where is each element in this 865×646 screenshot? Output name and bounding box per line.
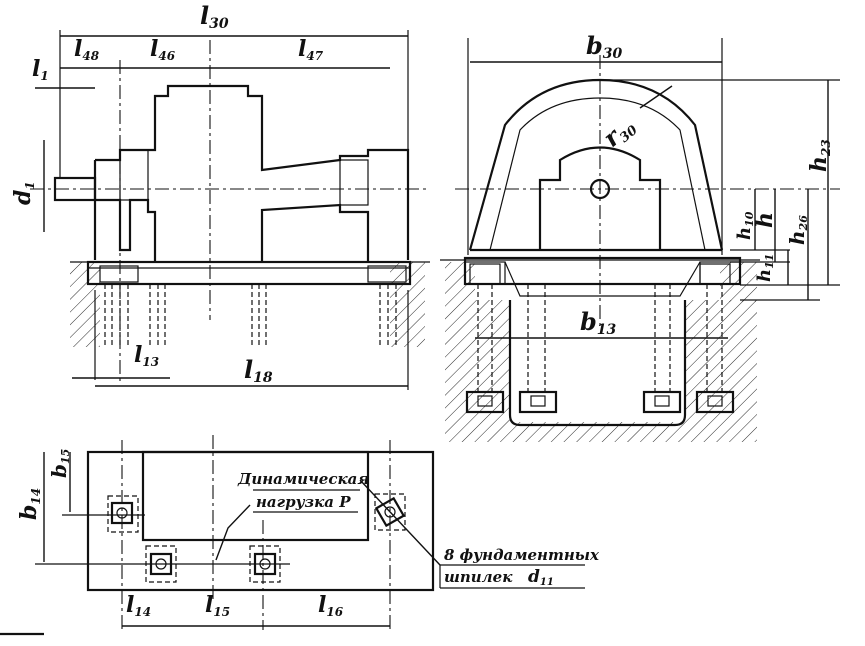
- label-l1: l1: [32, 56, 49, 83]
- note-dynamic-load-line1: Динамическая: [237, 470, 369, 488]
- machine-outline: [141, 450, 370, 542]
- label-b15: b15: [47, 449, 72, 478]
- label-h10: h10: [734, 211, 756, 240]
- label-l16: l16: [318, 592, 344, 619]
- note-bolts-line2: шпилек: [444, 568, 513, 586]
- dim-r30: [639, 85, 673, 109]
- note-bolts-line1: 8 фундаментных: [444, 546, 600, 564]
- label-b13: b13: [580, 307, 617, 338]
- label-l48: l48: [74, 36, 100, 63]
- label-l14: l14: [126, 592, 151, 619]
- label-b14: b14: [16, 488, 43, 520]
- front-base: [463, 256, 742, 286]
- label-l15: l15: [205, 592, 230, 619]
- bolt-leader: [359, 479, 441, 566]
- dome-housing: [468, 78, 724, 251]
- foundation-pit: [508, 300, 687, 427]
- bearing-pedestal: [538, 146, 662, 250]
- label-d1: d1: [10, 181, 37, 205]
- base-frame: [86, 260, 412, 286]
- anchor-bolts-front: [465, 263, 735, 414]
- load-leader: [215, 504, 251, 561]
- label-h: h: [752, 212, 778, 228]
- label-l47: l47: [298, 36, 324, 63]
- label-h26: h26: [785, 215, 810, 245]
- machine-lower-contour: [95, 198, 370, 262]
- front-view: [440, 38, 840, 442]
- plan-view: [35, 435, 585, 630]
- label-l46: l46: [150, 36, 176, 63]
- side-view: [30, 30, 430, 390]
- plan-bolts: [107, 493, 406, 583]
- anchor-bolts-side: [104, 284, 397, 345]
- note-bolts-diameter: d11: [528, 567, 554, 588]
- label-h23: h23: [806, 139, 833, 172]
- label-b30: b30: [586, 31, 623, 62]
- label-l18: l18: [244, 355, 273, 386]
- note-dynamic-load-line2: нагрузка P: [256, 493, 351, 511]
- label-l13: l13: [134, 342, 159, 369]
- machine-upper-contour: [93, 84, 410, 260]
- label-h11: h11: [754, 254, 776, 282]
- label-l30: l30: [200, 1, 229, 32]
